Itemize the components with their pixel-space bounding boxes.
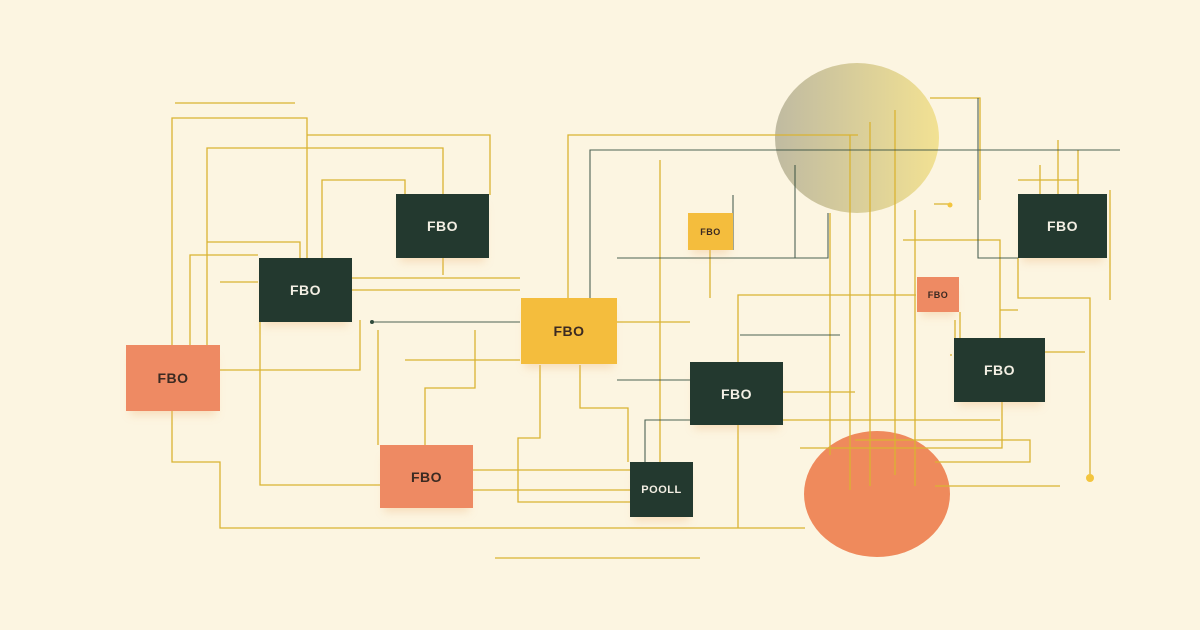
node-label: POOLL (641, 483, 682, 496)
node-label: FBO (553, 323, 585, 339)
node-label: FBO (927, 289, 949, 300)
fbo-node[interactable]: FBO (954, 338, 1045, 402)
fbo-node[interactable]: FBO (380, 445, 473, 508)
wire (567, 134, 858, 298)
gold-wires (171, 97, 1111, 559)
wire (307, 134, 491, 195)
wire (930, 97, 981, 200)
wire (977, 98, 1018, 259)
node-label: FBO (983, 362, 1016, 378)
dark-wires (372, 98, 1120, 462)
connector-dot (370, 320, 374, 324)
wire (171, 410, 805, 529)
node-label: FBO (720, 385, 753, 402)
gradient-circle (775, 63, 939, 213)
wire (800, 402, 1003, 449)
node-label: FBO (157, 370, 189, 386)
wire (517, 365, 630, 503)
fbo-node[interactable]: FBO (690, 362, 783, 425)
connector-dot (947, 202, 953, 208)
connector-dot (1086, 474, 1094, 482)
wire (207, 241, 301, 258)
wire (220, 320, 361, 371)
fbo-node[interactable]: FBO (396, 194, 489, 258)
node-label: FBO (289, 282, 322, 298)
wire (589, 149, 1120, 298)
wire (206, 147, 444, 345)
wire (1017, 258, 1091, 352)
wire (903, 239, 1001, 338)
wire (321, 179, 406, 258)
wire (855, 439, 1031, 463)
fbo-node[interactable]: FBO (259, 258, 352, 322)
wire (424, 330, 476, 445)
wire (644, 419, 690, 462)
node-label: FBO (1046, 218, 1079, 234)
node-label: FBO (700, 226, 721, 237)
fbo-node[interactable]: FBO (126, 345, 220, 411)
wire (737, 294, 916, 362)
wire (189, 254, 258, 345)
fbo-node[interactable]: FBO (1018, 194, 1107, 258)
coral-circle (804, 431, 950, 557)
fbo-node[interactable]: FBO (688, 213, 733, 250)
fbo-node[interactable]: FBO (521, 298, 617, 364)
wire (617, 213, 829, 259)
fbo-node[interactable]: FBO (917, 277, 959, 312)
pooll-node[interactable]: POOLL (630, 462, 693, 517)
wire (579, 365, 629, 462)
node-label: FBO (426, 218, 459, 234)
node-label: FBO (410, 468, 443, 485)
wire (259, 322, 380, 486)
wire (171, 117, 308, 345)
